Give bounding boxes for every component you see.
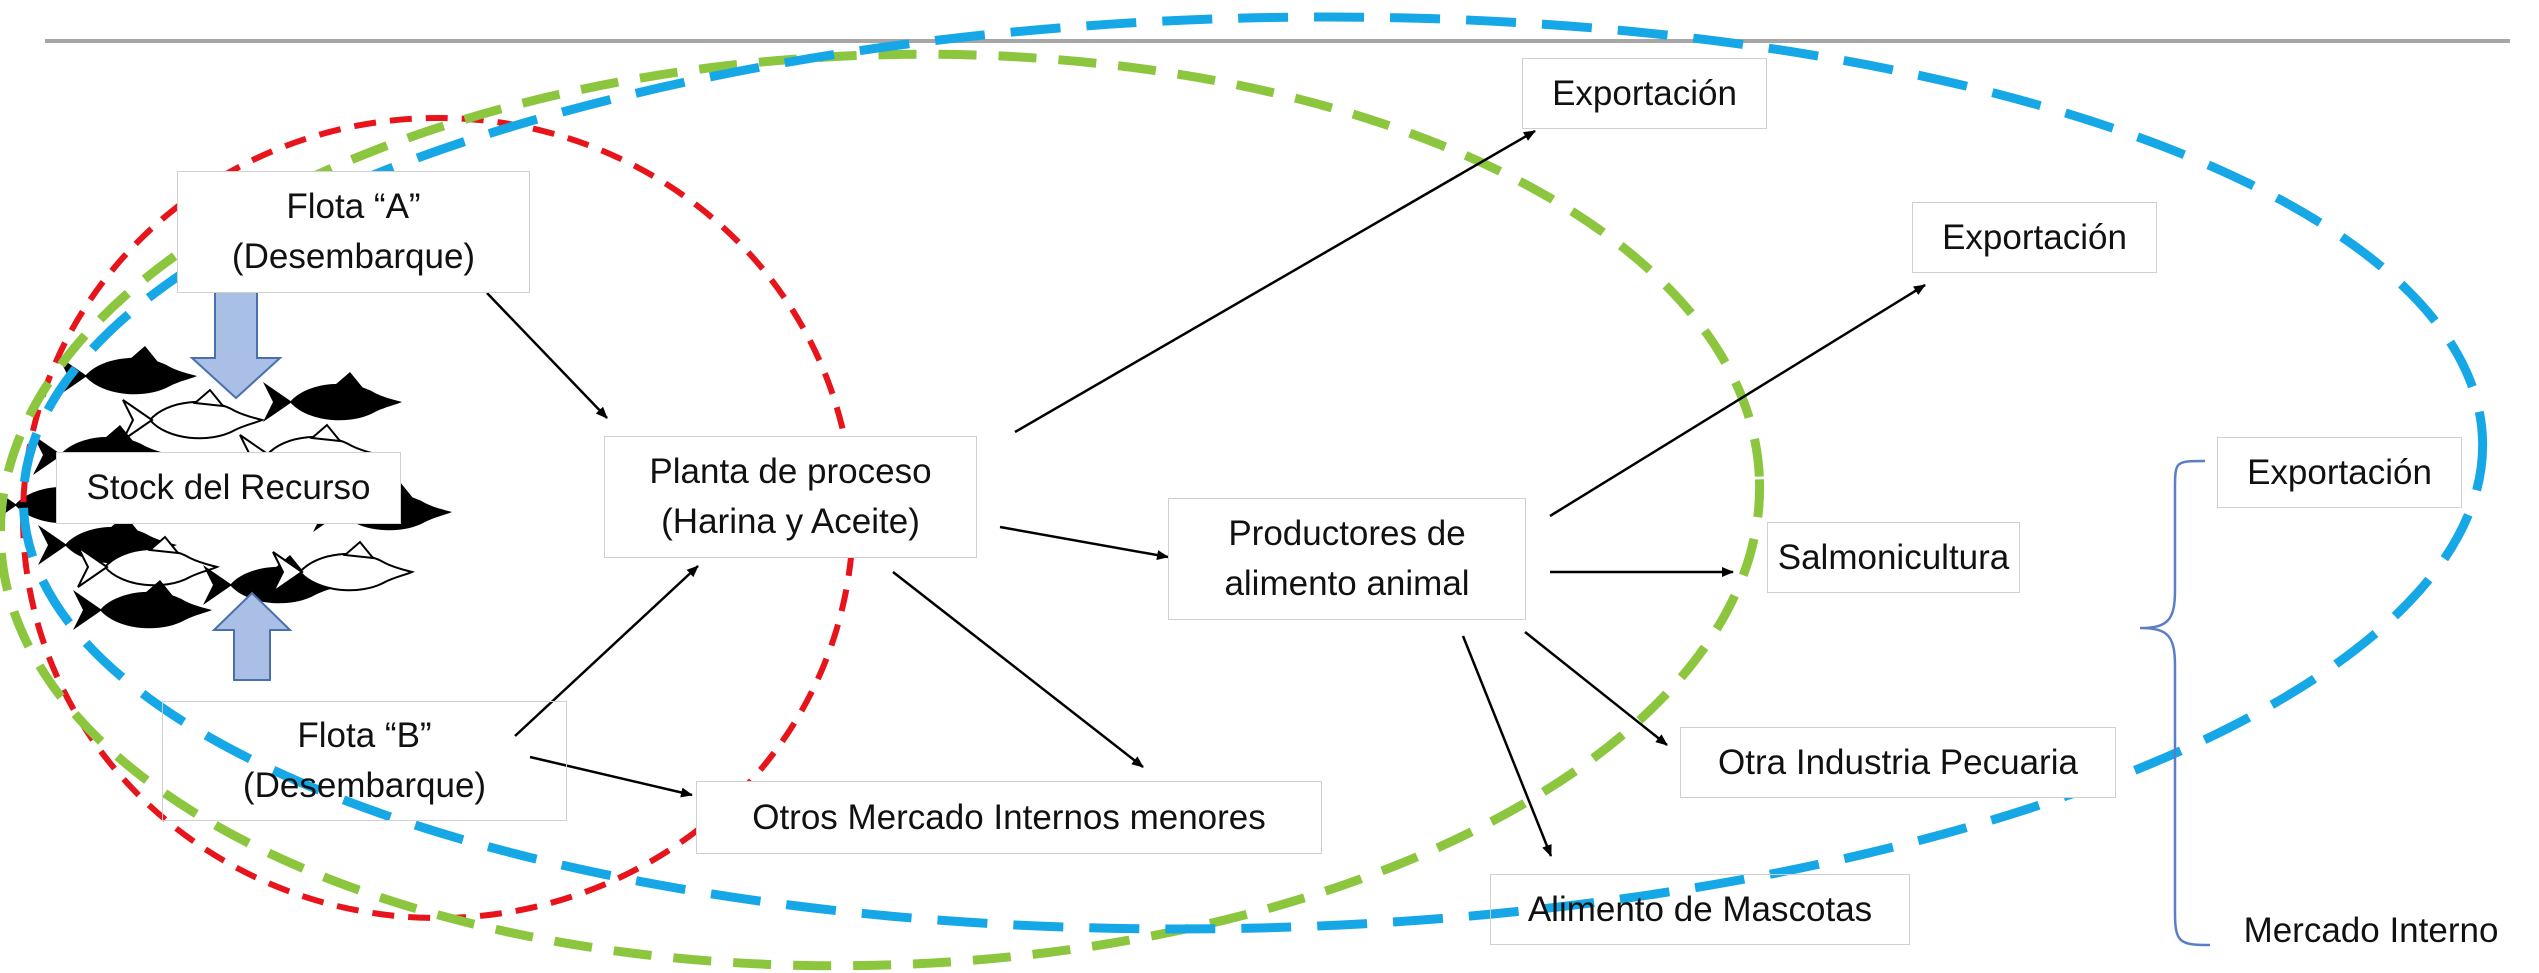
fleet-a-block-arrow: [189, 287, 283, 400]
flota-a-box: Flota “A” (Desembarque): [177, 171, 530, 293]
exportacion-label-1: Exportación: [1552, 73, 1737, 113]
salmonicultura-label: Salmonicultura: [1777, 537, 2010, 577]
planta-line1: Planta de proceso: [649, 452, 932, 491]
alimento-mascotas-box: Alimento de Mascotas: [1490, 874, 1910, 945]
otra-industria-label: Otra Industria Pecuaria: [1718, 742, 2078, 782]
flota-b-line2: (Desembarque): [242, 766, 487, 805]
mercado-interno-box: Mercado Interno: [2210, 895, 2532, 966]
flota-b-line1: Flota “B”: [297, 716, 432, 755]
exportacion-box-2: Exportación: [1912, 202, 2157, 273]
flow-arrows: [486, 129, 1926, 857]
brace: [2139, 459, 2211, 947]
exportacion-label-3: Exportación: [2247, 452, 2432, 492]
alimento-mascotas-label: Alimento de Mascotas: [1527, 889, 1873, 929]
productores-line2: alimento animal: [1224, 564, 1470, 603]
productores-line1: Productores de: [1228, 514, 1466, 553]
stock-label: Stock del Recurso: [86, 468, 371, 507]
otra-industria-box: Otra Industria Pecuaria: [1680, 727, 2116, 798]
arrow-flota-b-otros: [529, 755, 693, 798]
stock-box: Stock del Recurso: [56, 452, 401, 524]
green-boundary: [0, 49, 1765, 971]
mercado-interno-label: Mercado Interno: [2243, 910, 2499, 950]
flota-a-line1: Flota “A”: [286, 187, 421, 226]
flota-b-box: Flota “B” (Desembarque): [162, 701, 567, 821]
salmonicultura-box: Salmonicultura: [1767, 522, 2020, 593]
otros-mercado-box: Otros Mercado Internos menores: [696, 781, 1322, 854]
arrow-planta-productores: [999, 525, 1169, 560]
productores-box: Productores de alimento animal: [1168, 498, 1526, 620]
exportacion-label-2: Exportación: [1942, 217, 2127, 257]
arrow-flota-a-planta: [486, 292, 608, 419]
fleet-b-block-arrow: [211, 591, 293, 681]
planta-line2: (Harina y Aceite): [661, 502, 920, 541]
exportacion-box-3: Exportación: [2217, 437, 2462, 508]
arrow-flota-b-planta: [514, 565, 699, 737]
flota-a-line2: (Desembarque): [231, 237, 476, 276]
blue-boundary: [18, 12, 2488, 934]
exportacion-box-1: Exportación: [1522, 58, 1767, 129]
arrow-planta-exportacion: [1014, 129, 1536, 434]
arrow-planta-otros: [892, 571, 1144, 768]
otros-mercado-label: Otros Mercado Internos menores: [752, 797, 1266, 837]
arrow-productores-mascotas: [1461, 635, 1553, 857]
planta-box: Planta de proceso (Harina y Aceite): [604, 436, 977, 558]
arrow-productores-otra-industria: [1524, 631, 1668, 746]
arrow-productores-exportacion: [1549, 283, 1926, 518]
